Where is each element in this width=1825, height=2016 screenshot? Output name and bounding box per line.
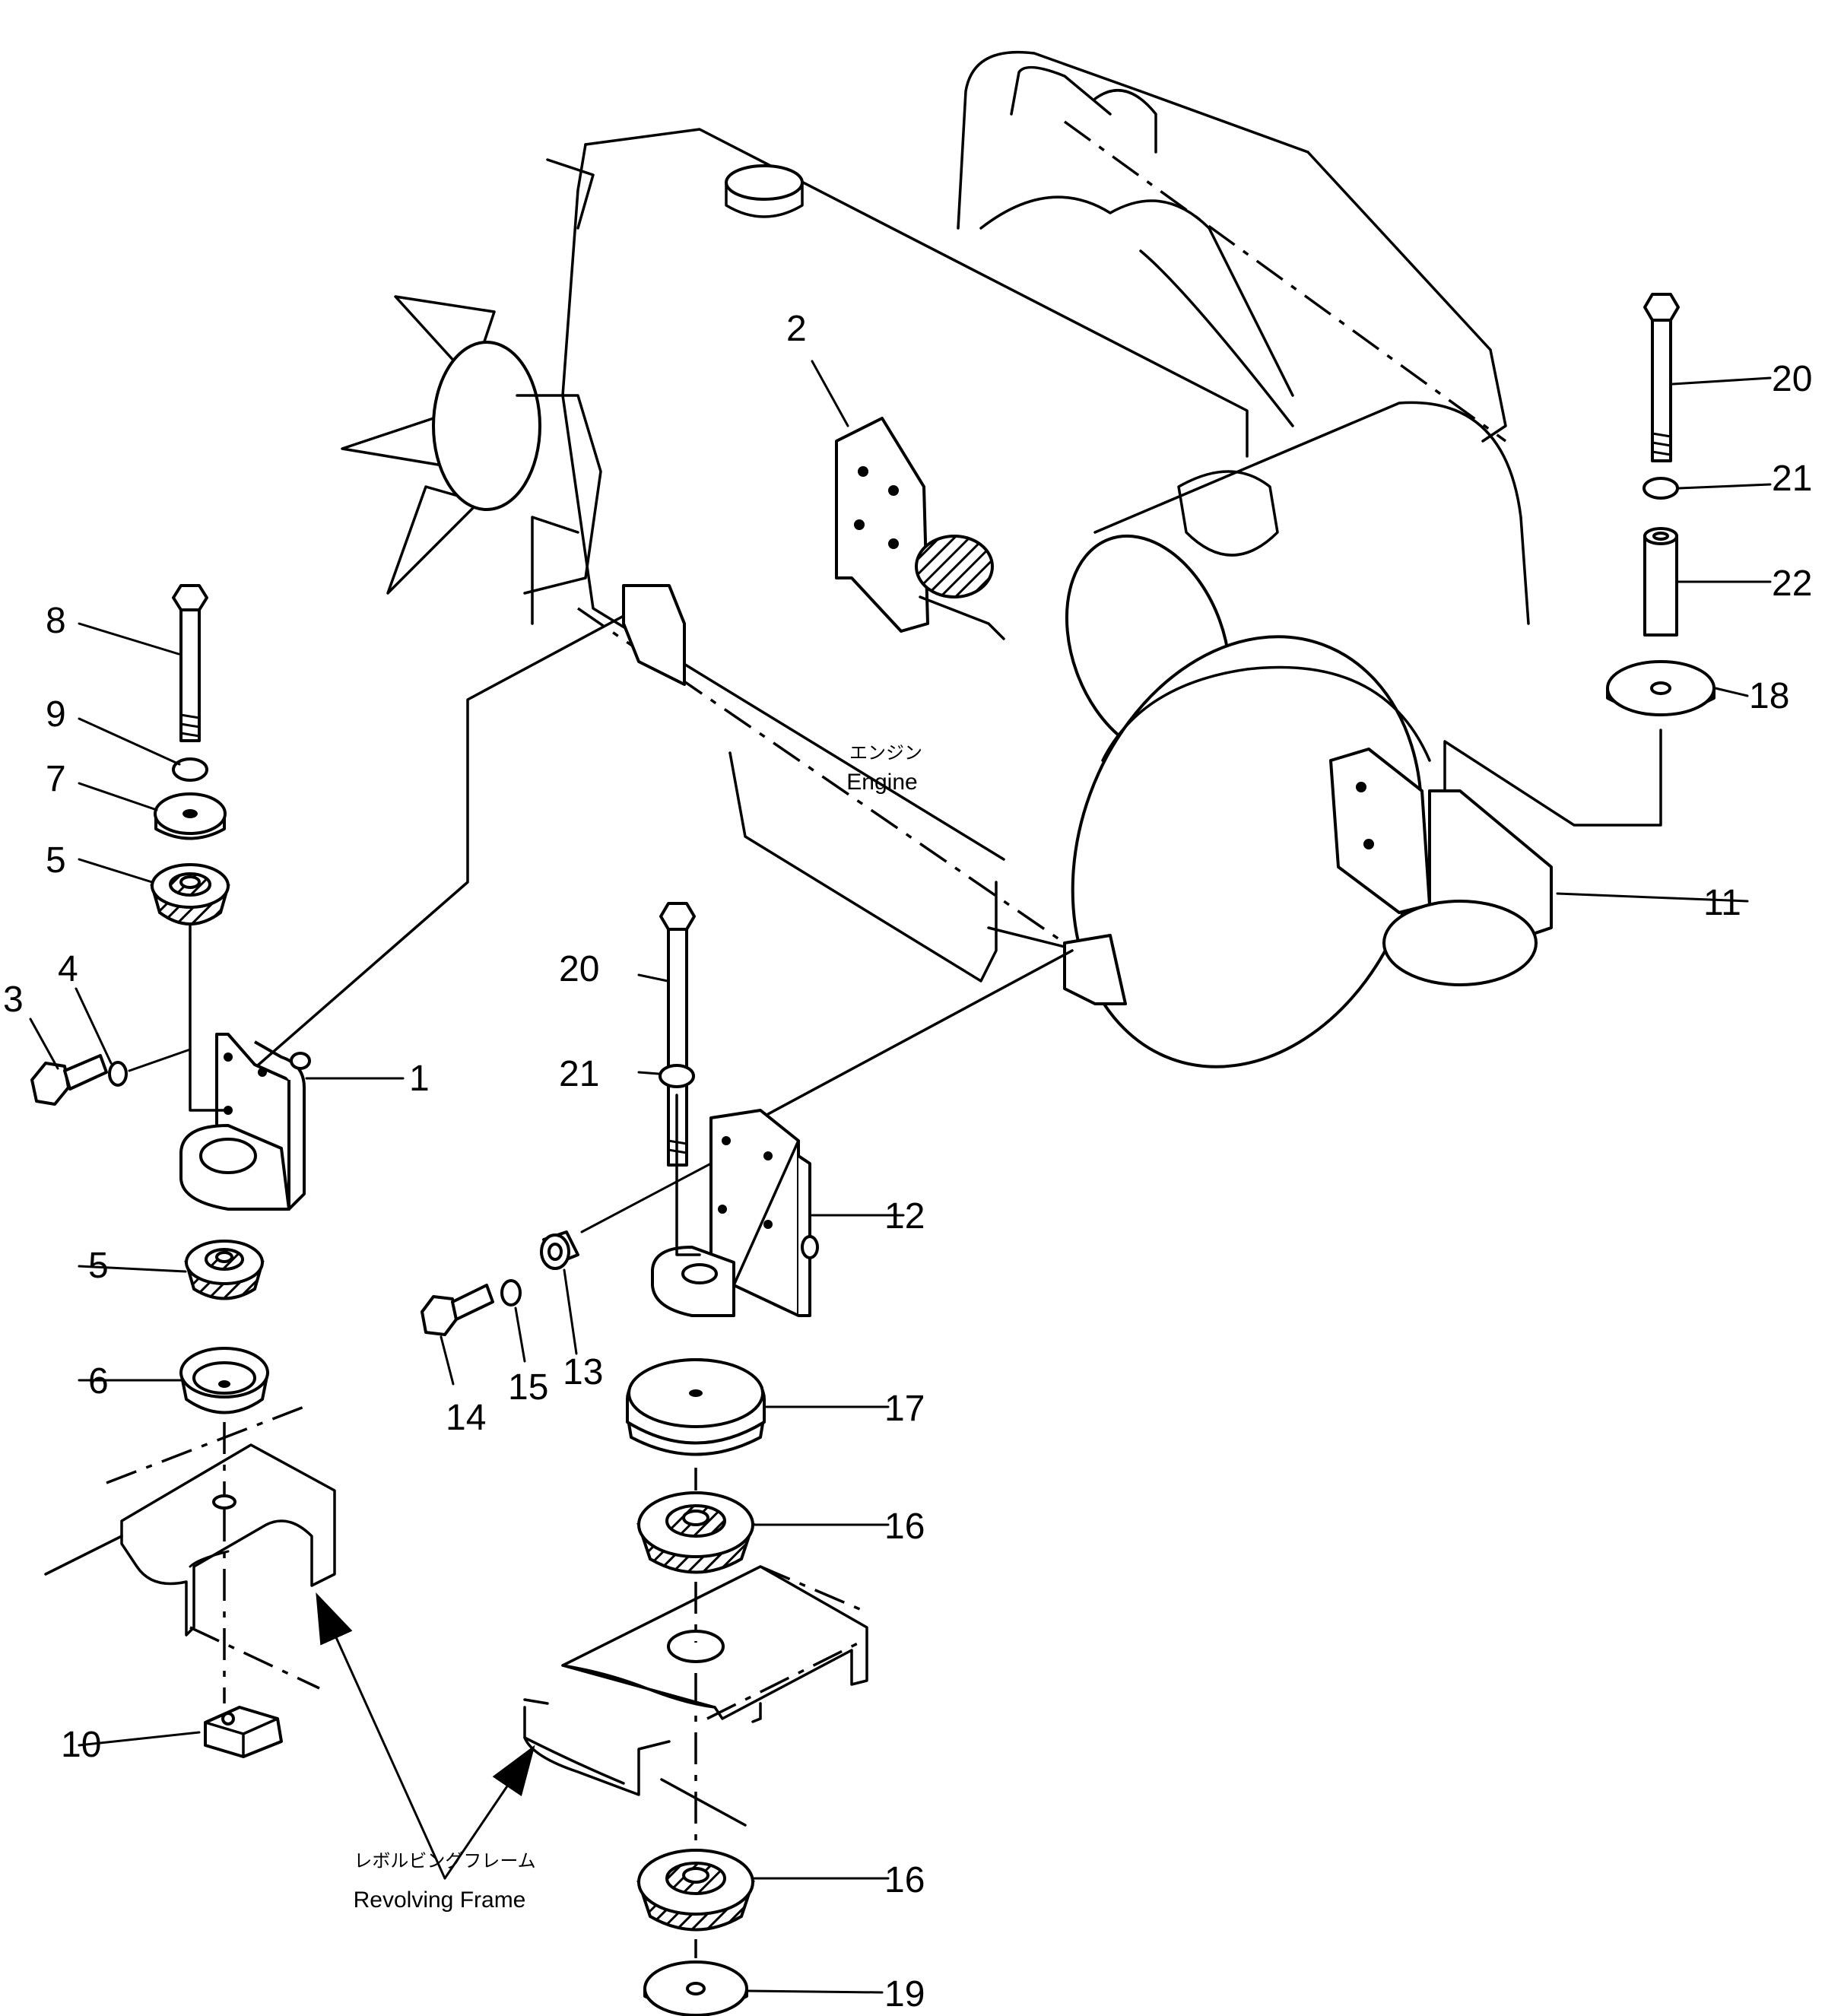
callout-21-center: 21	[559, 1054, 599, 1094]
engine-side-pad	[622, 584, 686, 686]
leader-center-mount-to-engine	[766, 949, 1074, 1116]
cooling-fan	[341, 158, 595, 625]
rear-engine-bracket-part-11	[1329, 748, 1553, 986]
revolving-frame-label-en: Revolving Frame	[354, 1887, 526, 1913]
front-engine-bracket-part-2	[835, 417, 1005, 640]
callout-3: 3	[3, 979, 24, 1020]
callout-22: 22	[1772, 564, 1812, 604]
cushion-part-5-lower	[184, 1240, 265, 1300]
front-mount-bracket-part-1	[179, 1033, 311, 1211]
callout-12: 12	[884, 1196, 925, 1237]
cushion-part-16-lower	[636, 1849, 755, 1932]
bolt-part-8	[172, 584, 208, 742]
callout-leaders	[29, 360, 1772, 1994]
callout-14: 14	[446, 1398, 486, 1438]
callout-18: 18	[1749, 676, 1789, 716]
plate-part-7	[154, 792, 227, 840]
callout-20-center: 20	[559, 949, 599, 989]
engine-label-jp: エンジン	[849, 742, 922, 764]
callout-13: 13	[563, 1352, 603, 1392]
callout-20-rear: 20	[1772, 359, 1812, 399]
callout-6: 6	[88, 1361, 109, 1402]
washer-part-9	[172, 757, 208, 782]
washer-part-21-center	[659, 1064, 695, 1088]
revolving-frame-arrows	[316, 1592, 535, 1880]
bolt-part-20-rear	[1643, 293, 1680, 462]
callout-10: 10	[61, 1725, 101, 1765]
washer-part-21-rear	[1642, 477, 1679, 500]
washer-part-15	[500, 1279, 522, 1306]
front-mount-stack	[30, 584, 336, 1758]
center-mount-bracket-part-12	[651, 1109, 819, 1317]
callout-2: 2	[786, 309, 807, 349]
callout-numbers: 1 2 3 4 5 5 6 7 8 9 10 11 12 13 14 15 16…	[3, 309, 1812, 2014]
callout-8: 8	[46, 601, 66, 641]
callout-1: 1	[409, 1059, 430, 1099]
callout-11: 11	[1703, 883, 1741, 923]
callout-16-lower: 16	[884, 1860, 925, 1900]
callout-7: 7	[46, 759, 66, 799]
plate-part-17	[626, 1358, 766, 1456]
callout-15: 15	[508, 1367, 548, 1408]
leader-front-mount-to-engine	[257, 614, 625, 1066]
bolt-part-3	[30, 1054, 108, 1106]
callout-9: 9	[46, 694, 66, 735]
leader-collar-to-bracket	[580, 1162, 713, 1233]
callout-4: 4	[58, 949, 78, 989]
callout-17: 17	[884, 1389, 925, 1429]
leader-bolt3-to-washer4	[128, 1048, 192, 1072]
engine-label-en: Engine	[846, 770, 917, 795]
cushion-part-16-upper	[636, 1491, 755, 1574]
plate-part-18	[1606, 660, 1716, 716]
rear-mount-stack	[1443, 293, 1716, 827]
callout-21-rear: 21	[1772, 459, 1812, 499]
center-mount-stack	[421, 902, 868, 2016]
sleeve-part-22	[1643, 527, 1678, 637]
collar-part-13	[540, 1230, 579, 1270]
flywheel-side-pad	[1063, 934, 1127, 1005]
cushion-part-5-upper	[150, 863, 230, 925]
bolt-part-14	[421, 1284, 494, 1336]
washer-part-4	[108, 1061, 128, 1087]
frame-bracket-center	[523, 1565, 868, 1796]
callout-19: 19	[884, 1974, 925, 2014]
frame-bracket-left	[120, 1443, 336, 1637]
plate-part-19	[643, 1960, 748, 2016]
nut-plate-part-10	[204, 1706, 283, 1758]
callout-5-lower: 5	[88, 1246, 109, 1286]
callout-5-upper: 5	[46, 840, 66, 881]
revolving-frame-label-jp: レボルビングフレーム	[354, 1850, 535, 1872]
cup-part-6	[179, 1347, 269, 1414]
callout-16-upper: 16	[884, 1506, 925, 1547]
